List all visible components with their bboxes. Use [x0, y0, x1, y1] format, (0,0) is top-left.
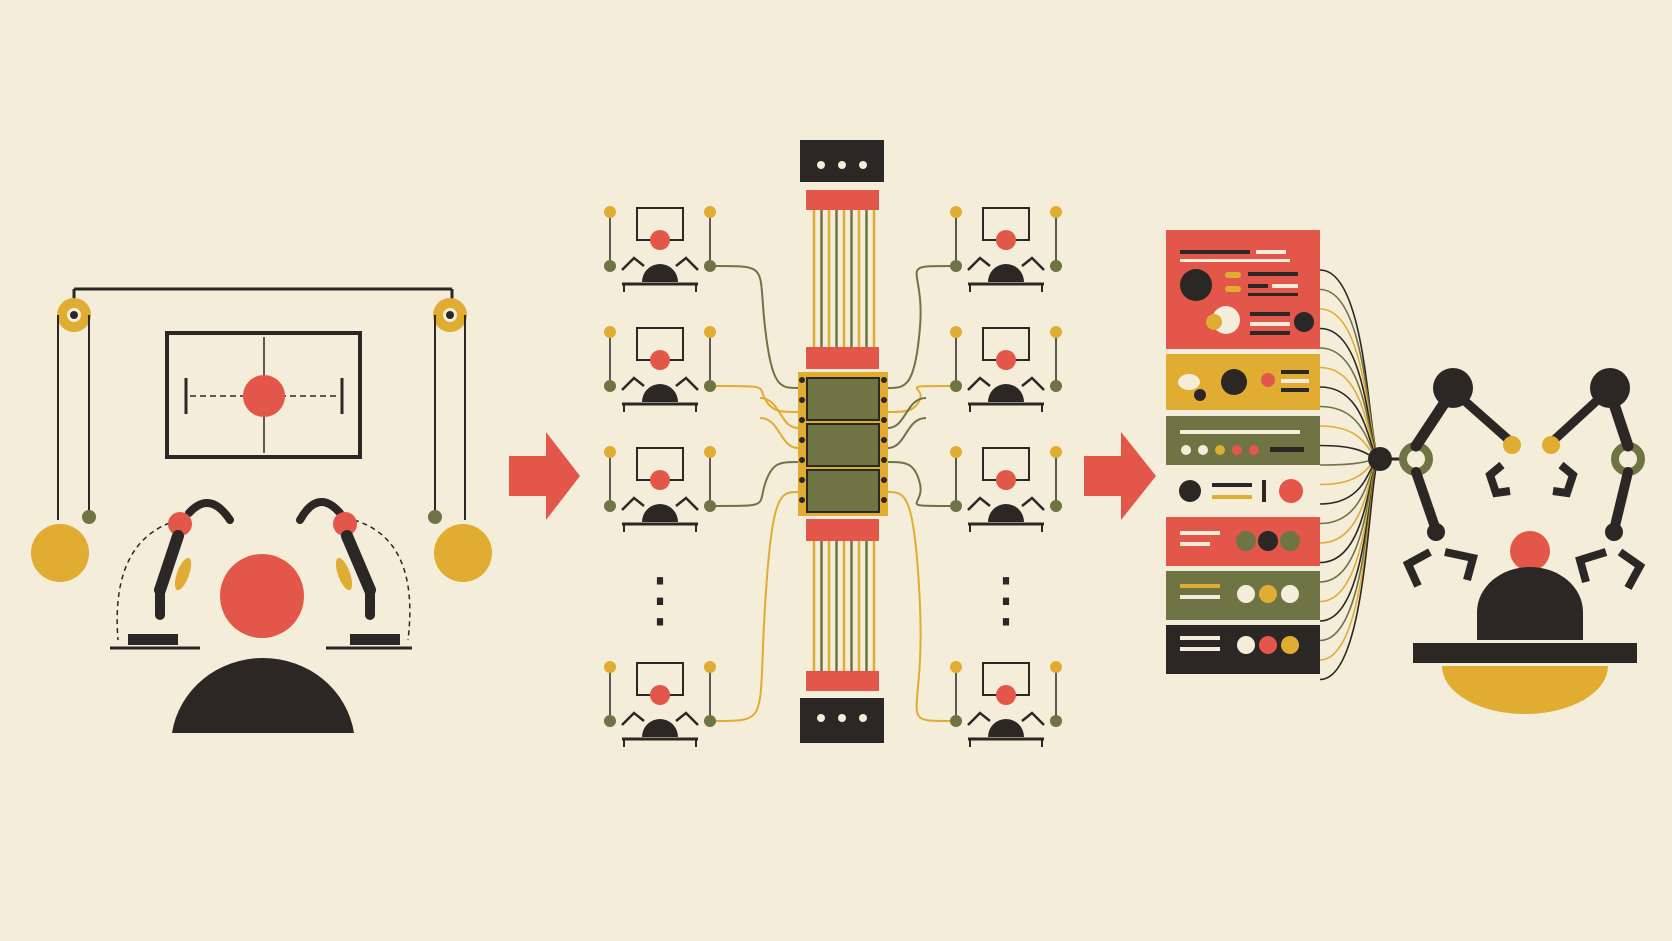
- pulley-left-icon: [57, 298, 91, 332]
- pulley-right-icon: [433, 298, 467, 332]
- operator-connections: [715, 265, 951, 722]
- rack-output-cables: [1319, 269, 1381, 681]
- teleoperation-rig-icon: [31, 287, 492, 733]
- operator-station-icon: [950, 661, 1062, 747]
- operator-station-icon: [950, 326, 1062, 412]
- counterweight-left-icon: [31, 524, 89, 582]
- parallel-operators-hub-icon: ⋮ ⋮: [604, 140, 1062, 747]
- data-rack-icon: [1166, 230, 1392, 681]
- arrow-right-icon: [1084, 432, 1156, 520]
- operator-station-icon: [950, 446, 1062, 532]
- operator-station-icon: [950, 206, 1062, 292]
- counterweight-right-icon: [434, 524, 492, 582]
- operator-station-icon: [604, 326, 716, 412]
- ellipsis-left: ⋮: [630, 565, 690, 635]
- human-operator-icon: [172, 554, 354, 733]
- central-hub-icon: [798, 140, 888, 743]
- monitor-screen-icon: [165, 331, 362, 459]
- operator-stations: [604, 206, 1062, 747]
- operator-station-icon: [604, 661, 716, 747]
- arrow-right-icon: [509, 432, 580, 520]
- operator-station-icon: [604, 446, 716, 532]
- left-controller-arm-icon: [110, 499, 234, 650]
- operator-station-icon: [604, 206, 716, 292]
- right-controller-arm-icon: [296, 498, 412, 650]
- autonomous-dual-arm-robot-icon: [1380, 368, 1646, 714]
- ellipsis-right: ⋮: [976, 565, 1036, 635]
